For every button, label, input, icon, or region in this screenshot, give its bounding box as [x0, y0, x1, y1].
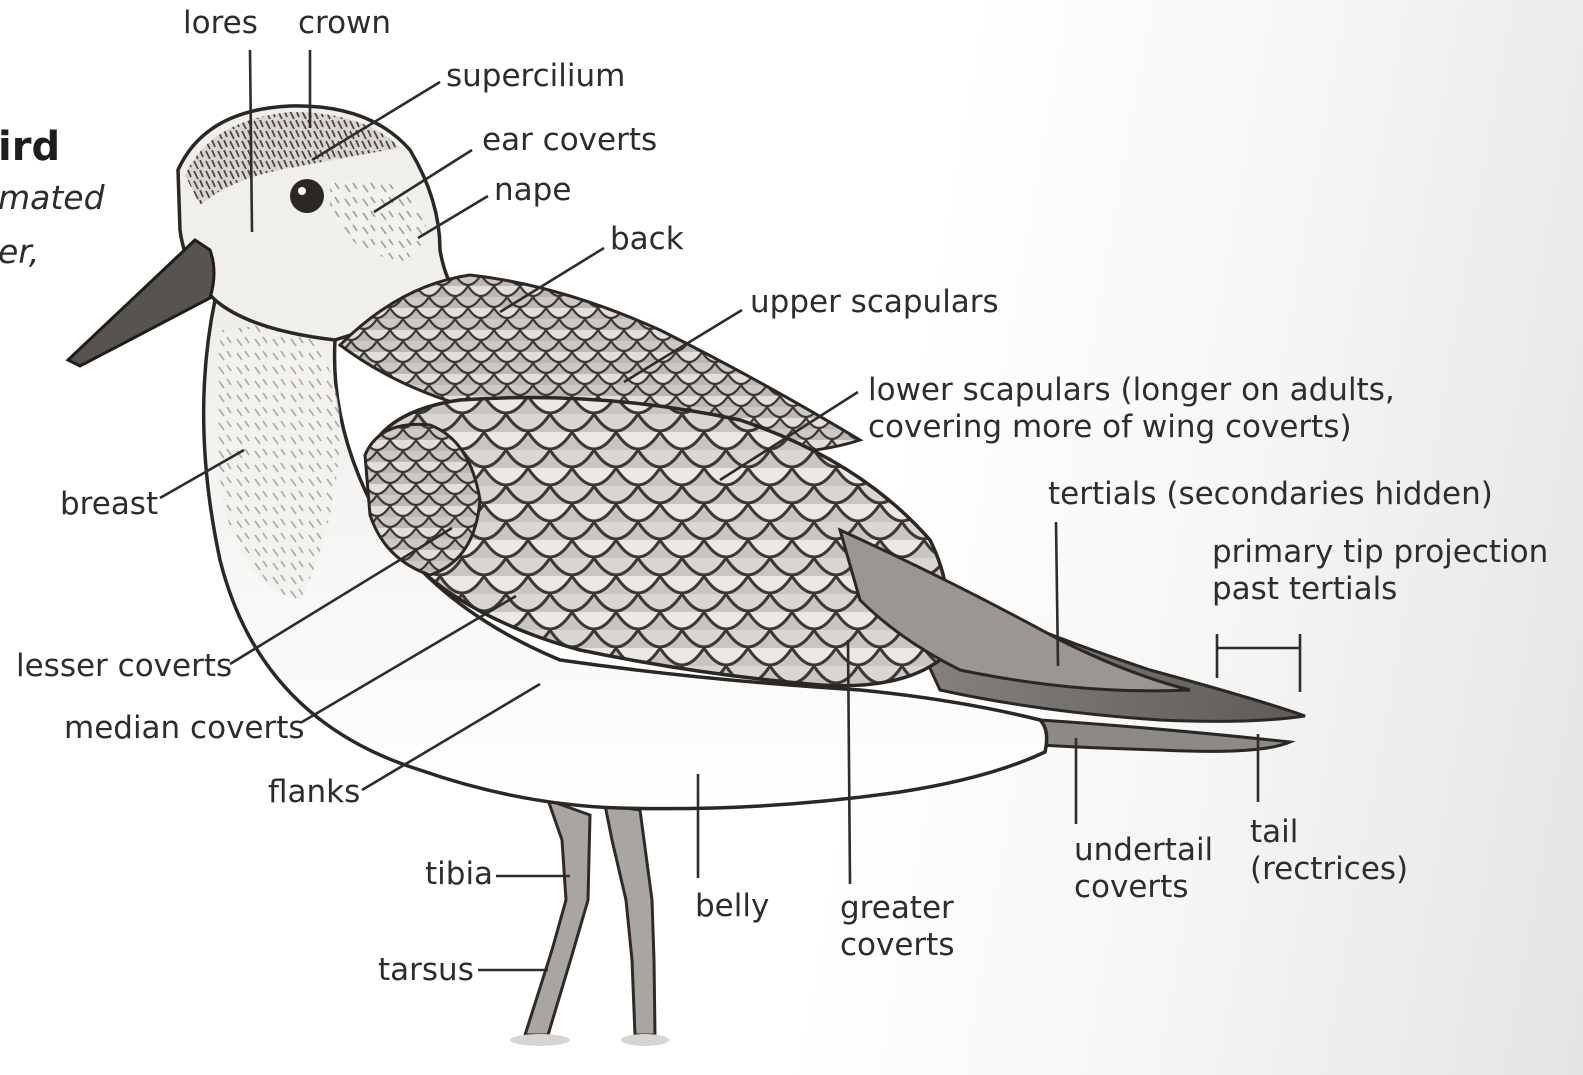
label-flanks: flanks — [268, 774, 360, 811]
label-upper-scapulars: upper scapulars — [750, 284, 999, 321]
label-lesser-coverts: lesser coverts — [16, 648, 232, 685]
label-supercilium: supercilium — [446, 58, 625, 95]
right-tibia-tarsus — [605, 805, 655, 1035]
label-back: back — [610, 221, 684, 258]
label-crown: crown — [298, 5, 391, 42]
label-breast: breast — [60, 486, 158, 523]
label-nape: nape — [494, 172, 571, 209]
label-lower-scapulars: lower scapulars (longer on adults, cover… — [868, 372, 1395, 445]
left-tibia-tarsus — [525, 800, 590, 1035]
legs — [510, 800, 669, 1046]
label-tarsus: tarsus — [378, 952, 474, 989]
label-ear-coverts: ear coverts — [482, 122, 657, 159]
label-median-coverts: median coverts — [64, 710, 305, 747]
section-subtitle-fragment-1: mated — [0, 178, 105, 217]
bill — [68, 240, 214, 366]
label-primary-tip-projection: primary tip projection past tertials — [1212, 534, 1548, 607]
label-greater-coverts: greater coverts — [840, 890, 954, 963]
label-lores: lores — [183, 5, 258, 42]
label-tibia: tibia — [425, 856, 493, 893]
label-undertail-coverts: undertail coverts — [1074, 832, 1213, 905]
tail-feathers — [1040, 720, 1290, 751]
label-belly: belly — [695, 888, 769, 925]
primary-projection-bracket — [1217, 634, 1300, 692]
eye — [290, 179, 324, 213]
label-tertials: tertials (secondaries hidden) — [1048, 476, 1493, 513]
label-tail: tail (rectrices) — [1250, 814, 1408, 887]
section-subtitle-fragment-2: er, — [0, 232, 39, 271]
section-title-fragment: ird — [0, 124, 60, 170]
